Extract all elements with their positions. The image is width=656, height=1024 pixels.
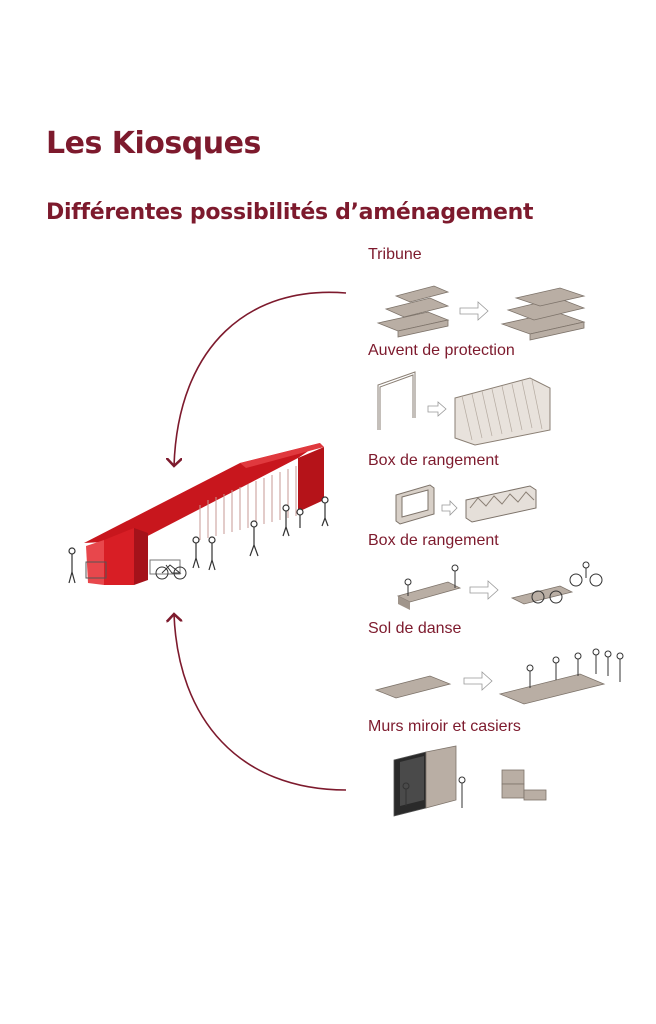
option-label-box-2: Box de rangement (368, 532, 499, 549)
arrow-tribune (459, 301, 489, 321)
arrow-auvent (427, 401, 447, 417)
sol-de-danse-illustration (374, 648, 624, 705)
option-label-murs-miroir: Murs miroir et casiers (368, 718, 521, 735)
option-label-sol-danse: Sol de danse (368, 620, 462, 637)
page-subtitle: Différentes possibilités d’aménagement (46, 200, 534, 225)
auvent-illustration (377, 371, 551, 446)
murs-miroir-illustration (393, 745, 547, 817)
option-label-box-1: Box de rangement (368, 452, 499, 469)
box-rangement-1-illustration (395, 484, 537, 525)
arrow-box-2 (469, 580, 499, 600)
arrow-sol-danse (463, 671, 493, 691)
option-label-auvent: Auvent de protection (368, 342, 515, 359)
curved-arrow-top (174, 291, 347, 466)
kiosk-illustration (68, 443, 329, 585)
page-title: Les Kiosques (46, 126, 261, 161)
curved-arrow-bottom (174, 614, 347, 791)
arrow-box-1 (441, 500, 458, 516)
option-label-tribune: Tribune (368, 246, 422, 263)
box-rangement-2-illustration (396, 561, 603, 610)
tribune-illustration (376, 285, 586, 341)
